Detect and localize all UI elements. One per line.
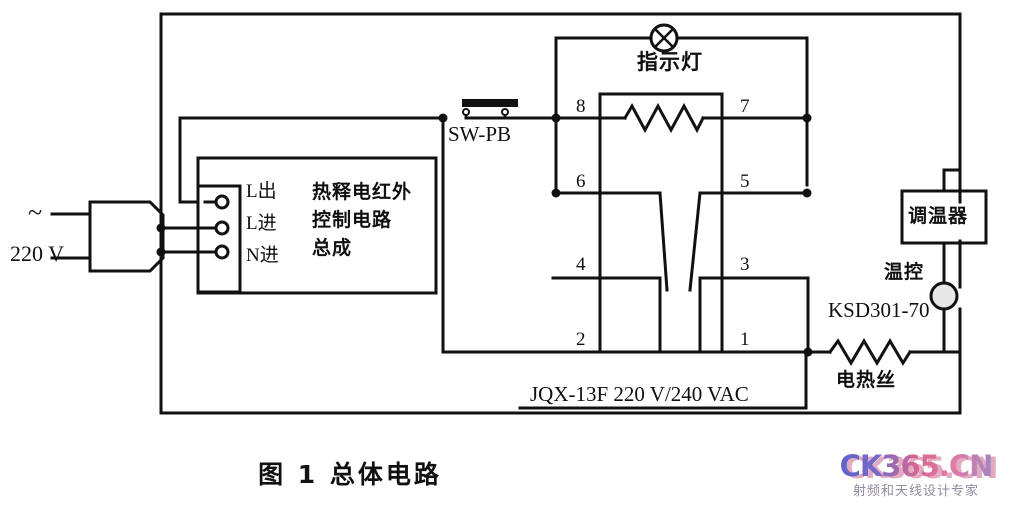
indicator-lamp-loop	[554, 36, 809, 120]
heater-label: 电热丝	[836, 369, 897, 391]
relay-model-label: JQX-13F 220 V/240 VAC	[530, 382, 749, 406]
terminal-label-l-out-text: L出	[246, 181, 277, 202]
thermal-cutout-label-model: KSD301-70	[828, 298, 930, 322]
figure-caption: 图 1 总体电路	[258, 460, 442, 489]
switch-label: SW-PB	[448, 122, 512, 146]
control-module-line1: 热释电红外	[312, 181, 413, 203]
relay-pin-1-label: 1	[740, 329, 750, 350]
relay-pin-2-label: 2	[576, 329, 586, 350]
watermark-main-shadow: CK365.CN	[833, 454, 1009, 483]
thermal-cutout-label-cn: 温控	[884, 261, 925, 283]
watermark-main: CK365.CN	[828, 452, 1004, 481]
relay-pin-4-label: 4	[576, 254, 586, 275]
ac-symbol-label: ~	[28, 198, 43, 227]
heater-resistor	[818, 338, 946, 366]
relay-label-frame	[518, 350, 808, 410]
control-module-line3: 总成	[312, 237, 353, 259]
relay-contact-blade-left	[658, 191, 669, 292]
thermostat-label: 调温器	[908, 205, 969, 227]
terminal-label-n-in: N进	[246, 246, 279, 265]
relay-pin-8-7-wires	[554, 116, 809, 187]
thermostat-top-lead	[942, 168, 962, 193]
relay-pin-8-label: 8	[576, 96, 586, 117]
push-button-switch	[462, 99, 558, 120]
relay-pin-7-label: 7	[740, 96, 750, 117]
relay-contact-blade-right	[688, 191, 702, 292]
lamp-cross-circle-icon	[649, 23, 679, 53]
terminal-label-l-in: L进	[246, 214, 277, 233]
terminal-screw-icons	[214, 194, 230, 260]
watermark-main-wrap: CK365.CN CK365.CN	[828, 452, 1004, 483]
relay-pin-5-label: 5	[740, 171, 750, 192]
terminal-label-l-out: L出	[246, 182, 277, 201]
watermark-subtitle: 射频和天线设计专家	[852, 484, 979, 499]
switch-contact-dots	[462, 108, 509, 116]
heater-right-lead	[942, 350, 962, 415]
relay-pin-3-label: 3	[740, 254, 750, 275]
relay-coil	[554, 92, 809, 134]
control-module-line2: 控制电路	[312, 209, 393, 231]
l-out-wire	[178, 116, 445, 204]
watermark: CK365.CN CK365.CN 射频和天线设计专家	[828, 452, 1004, 499]
relay-pin-6-label: 6	[576, 171, 586, 192]
thermal-cutout-icon	[929, 281, 959, 311]
terminal-label-n-in-text: N进	[246, 245, 279, 266]
right-node-dots	[802, 188, 813, 357]
indicator-lamp-label: 指示灯	[637, 50, 703, 74]
source-voltage-label: 220 V	[10, 241, 64, 266]
terminal-label-l-in-text: L进	[246, 213, 277, 234]
control-module-box	[196, 156, 438, 295]
